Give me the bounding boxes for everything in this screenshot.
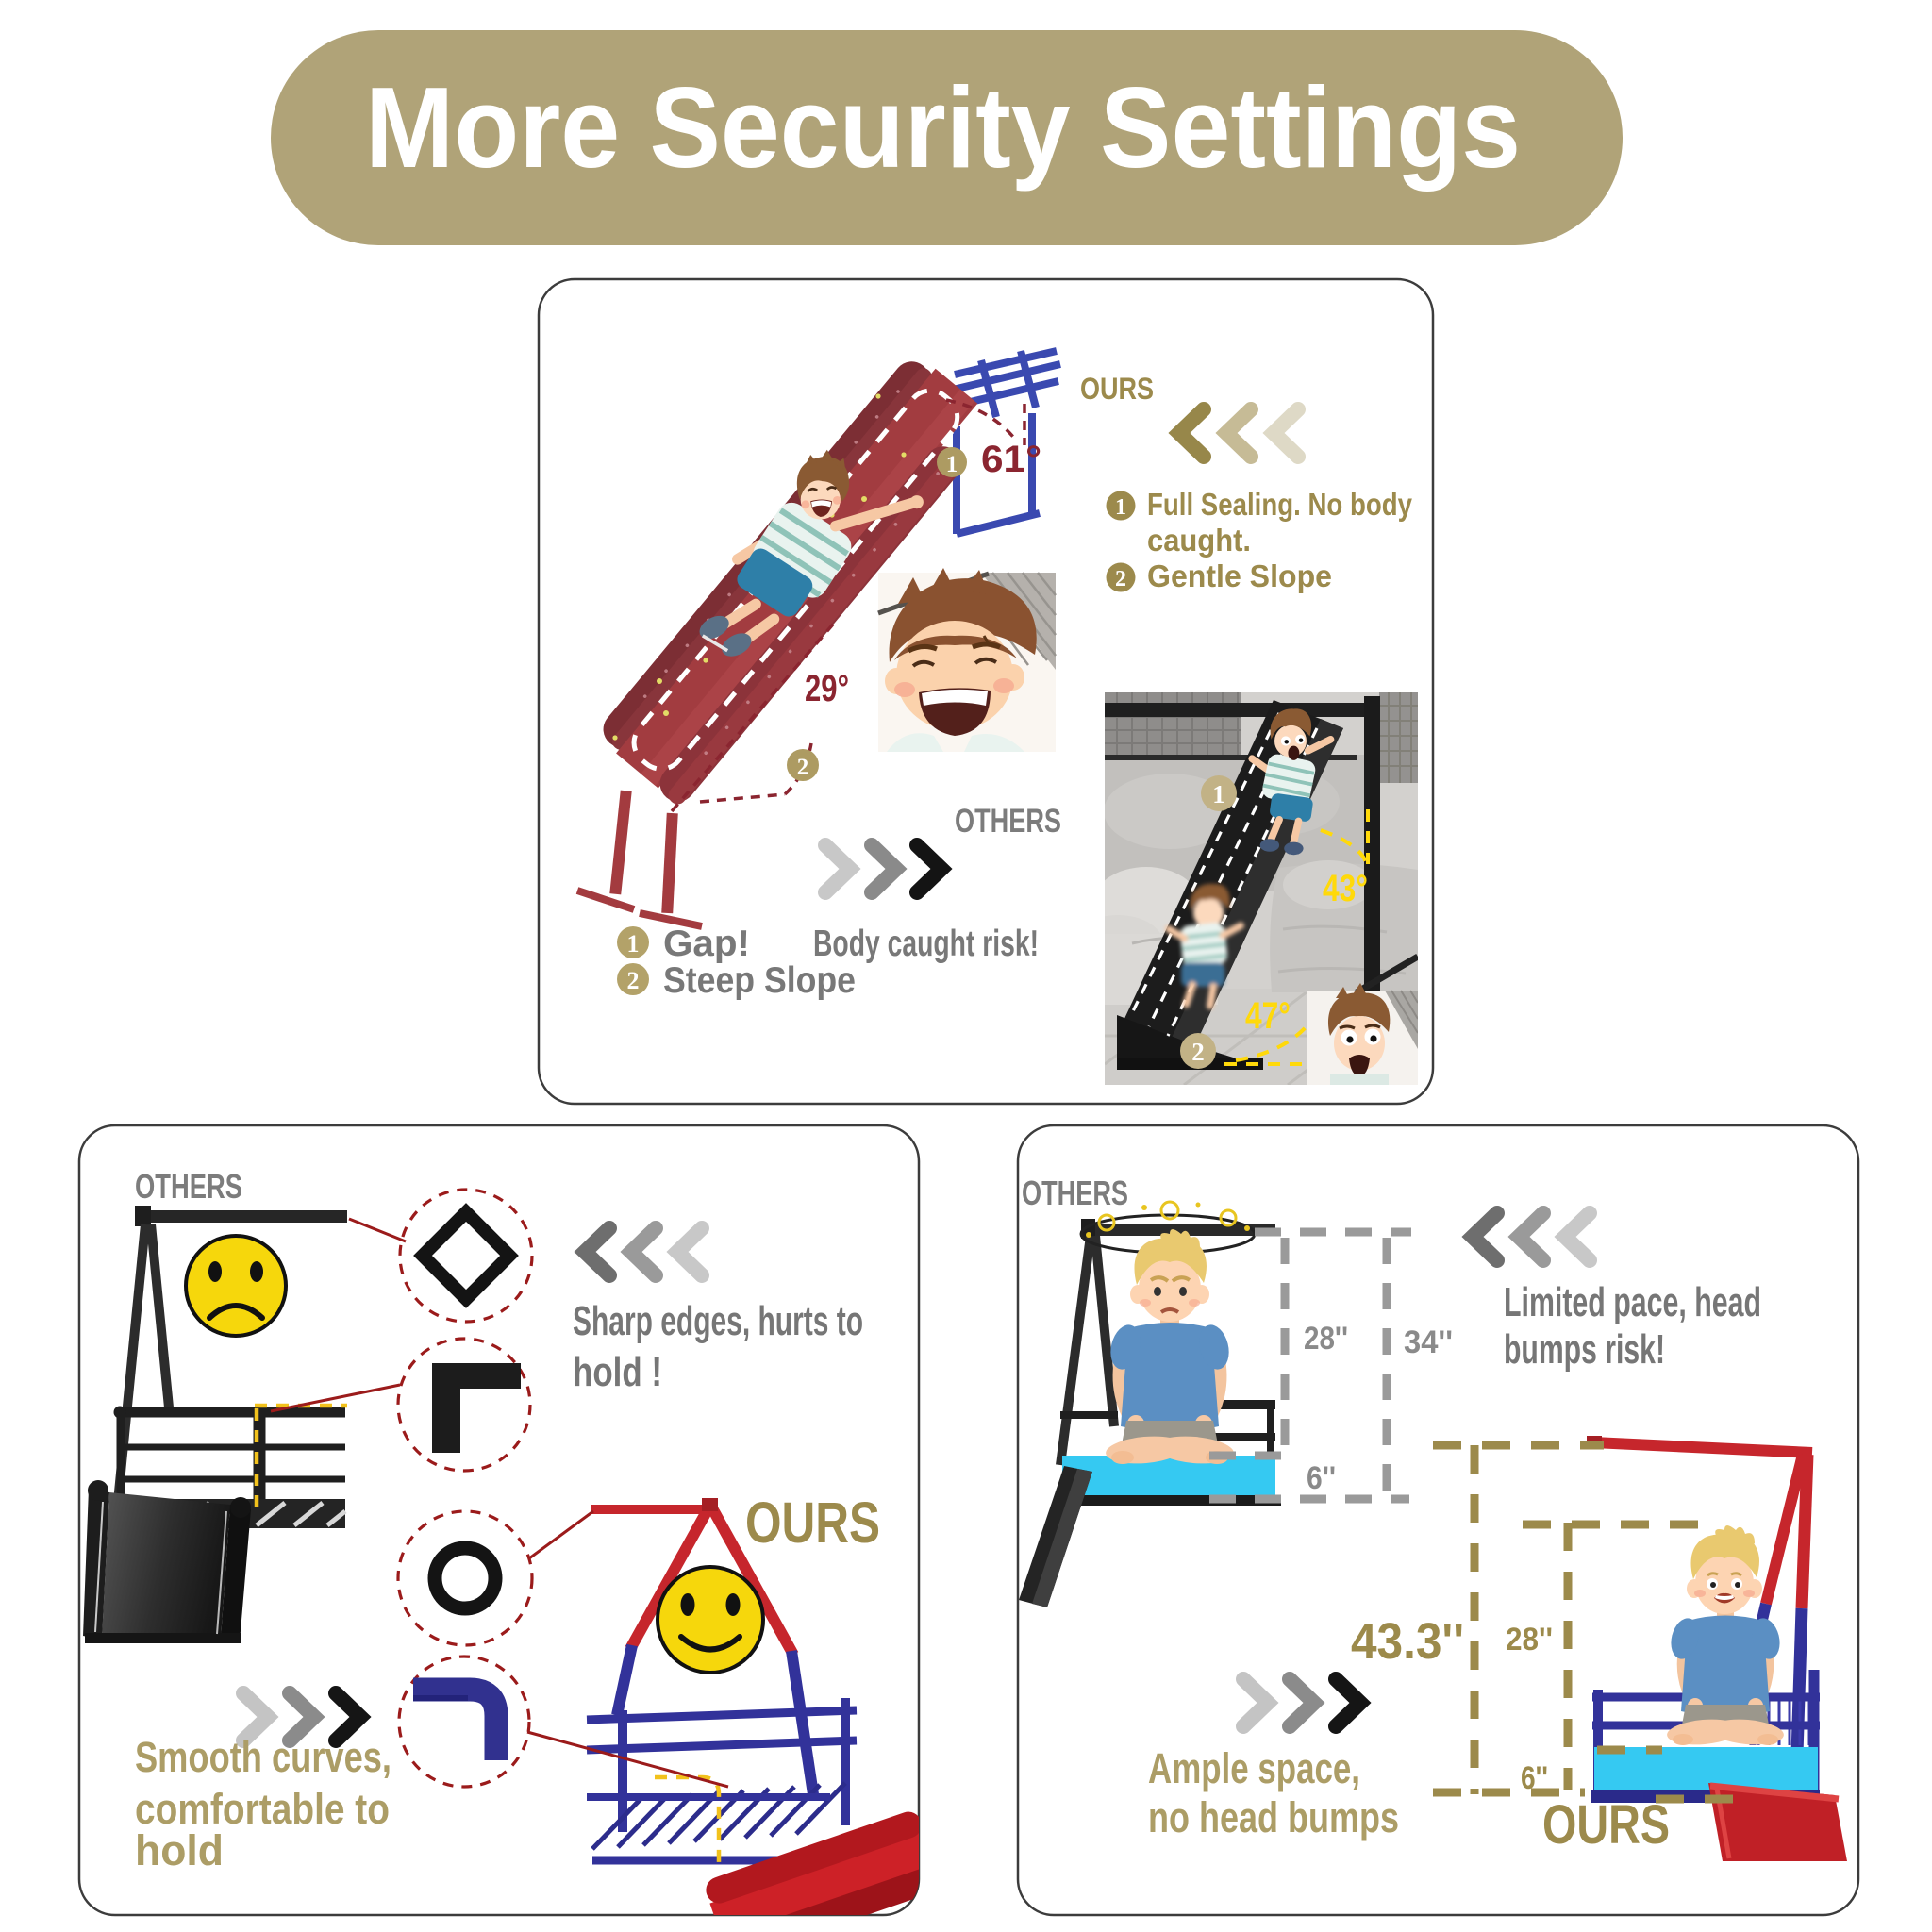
svg-text:comfortable to: comfortable to xyxy=(135,1785,390,1833)
svg-text:Gap!: Gap! xyxy=(663,924,750,964)
svg-text:2: 2 xyxy=(1115,567,1126,591)
svg-text:29°: 29° xyxy=(805,668,849,709)
svg-text:More Security Settings: More Security Settings xyxy=(365,63,1521,192)
svg-text:bumps risk!: bumps risk! xyxy=(1504,1326,1665,1373)
svg-text:Body caught risk!: Body caught risk! xyxy=(813,924,1039,964)
svg-text:Limited pace, head: Limited pace, head xyxy=(1504,1279,1761,1325)
svg-text:6'': 6'' xyxy=(1307,1460,1336,1496)
svg-text:hold !: hold ! xyxy=(573,1349,662,1395)
svg-text:2: 2 xyxy=(797,755,809,780)
svg-text:1: 1 xyxy=(1212,780,1225,808)
svg-text:Sharp edges, hurts to: Sharp edges, hurts to xyxy=(573,1298,863,1344)
svg-text:OURS: OURS xyxy=(1542,1794,1670,1856)
svg-text:6'': 6'' xyxy=(1521,1760,1548,1796)
svg-text:43.3'': 43.3'' xyxy=(1351,1613,1464,1670)
svg-text:OURS: OURS xyxy=(1080,372,1154,406)
svg-text:Ample space,: Ample space, xyxy=(1148,1744,1360,1792)
svg-text:OTHERS: OTHERS xyxy=(135,1167,242,1206)
svg-text:61°: 61° xyxy=(981,439,1041,480)
svg-text:Smooth curves,: Smooth curves, xyxy=(135,1733,391,1781)
svg-text:1: 1 xyxy=(627,930,640,958)
svg-text:34'': 34'' xyxy=(1404,1324,1453,1360)
svg-text:47°: 47° xyxy=(1245,995,1291,1037)
svg-text:28'': 28'' xyxy=(1506,1622,1553,1657)
svg-text:OURS: OURS xyxy=(745,1491,880,1555)
svg-text:Gentle Slope: Gentle Slope xyxy=(1147,558,1332,593)
svg-text:hold: hold xyxy=(135,1826,224,1874)
svg-text:caught.: caught. xyxy=(1147,523,1251,558)
svg-text:OTHERS: OTHERS xyxy=(1022,1174,1128,1212)
svg-text:1: 1 xyxy=(1115,495,1126,520)
svg-text:Full Sealing. No body: Full Sealing. No body xyxy=(1147,487,1413,522)
svg-text:2: 2 xyxy=(627,967,640,994)
svg-text:2: 2 xyxy=(1191,1038,1205,1066)
svg-text:43°: 43° xyxy=(1323,868,1368,909)
svg-text:1: 1 xyxy=(946,452,958,477)
svg-text:28'': 28'' xyxy=(1304,1321,1348,1357)
svg-text:no head bumps: no head bumps xyxy=(1148,1793,1399,1841)
svg-text:Steep Slope: Steep Slope xyxy=(663,960,856,1001)
svg-text:OTHERS: OTHERS xyxy=(955,803,1061,840)
